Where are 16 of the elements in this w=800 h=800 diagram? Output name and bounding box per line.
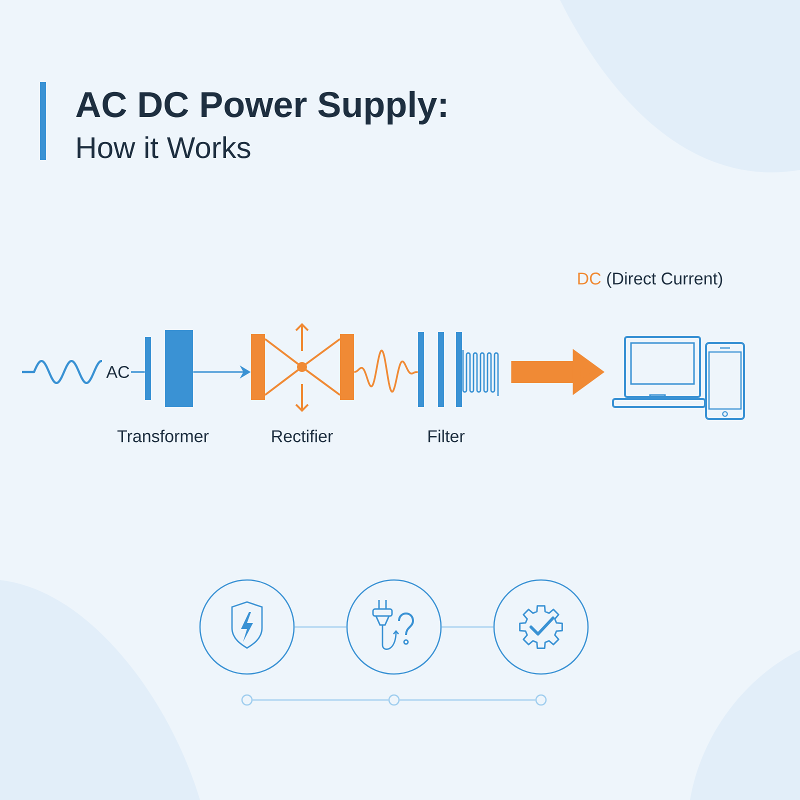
dot-marker	[388, 694, 400, 706]
connector-line	[294, 626, 346, 628]
node-label: AC	[106, 366, 130, 378]
node-label: DC (Direct Current)	[578, 272, 722, 288]
connector-line	[354, 350, 418, 393]
subtitle: How it Works	[78, 136, 250, 158]
title: AC DC Power Supply:	[76, 90, 446, 124]
connector-line	[400, 699, 536, 701]
connector-line	[252, 699, 388, 701]
dot-marker	[535, 694, 547, 706]
connector-line	[131, 371, 145, 373]
node-label: Rectifier	[272, 430, 333, 442]
node-label: Transformer	[117, 430, 209, 442]
dot-marker	[241, 694, 253, 706]
connector-line	[442, 626, 494, 628]
node-label: Filter	[428, 430, 465, 442]
